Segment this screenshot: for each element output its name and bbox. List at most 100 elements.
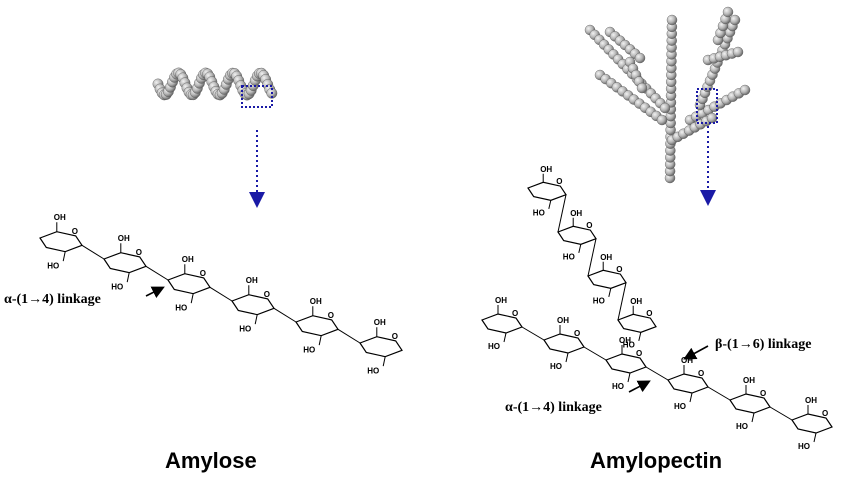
hydroxyl-text: OH: [310, 297, 322, 306]
hydroxyl-text: HO: [674, 402, 686, 411]
glucose-sphere: [666, 14, 678, 26]
hydroxyl-bond: [627, 372, 631, 383]
hydroxyl-text: HO: [563, 253, 575, 262]
hydroxyl-bond: [813, 432, 817, 443]
amylopectin-main-linkage-arrow: [628, 380, 651, 393]
amylopectin-zoom-box: [696, 88, 718, 124]
hydroxyl-bond: [689, 392, 693, 403]
hydroxyl-text: HO: [593, 297, 605, 306]
glycosidic-bond: [707, 386, 731, 401]
glucose-sphere: [659, 102, 671, 114]
ring-oxygen-text: O: [760, 389, 766, 398]
glucose-sphere: [739, 84, 751, 96]
ring-oxygen-text: O: [698, 369, 704, 378]
amylopectin-branch-linkage-arrow: [683, 345, 709, 360]
glycosidic-bond: [521, 326, 545, 341]
glucose-sphere: [656, 114, 668, 126]
hydroxyl-bond: [608, 288, 612, 298]
hydroxyl-text: OH: [246, 276, 258, 285]
hydroxyl-bond: [190, 293, 194, 304]
hydroxyl-text: HO: [798, 442, 810, 451]
glycosidic-bond: [617, 282, 627, 321]
hydroxyl-text: HO: [736, 422, 748, 431]
hydroxyl-text: OH: [805, 396, 817, 405]
hydroxyl-text: OH: [374, 318, 386, 327]
hydroxyl-bond: [578, 244, 582, 254]
ring-oxygen-text: O: [822, 409, 828, 418]
hydroxyl-bond: [565, 352, 569, 363]
glucose-sphere: [722, 6, 734, 18]
hydroxyl-text: OH: [495, 296, 507, 305]
hydroxyl-text: HO: [111, 282, 123, 291]
glycosidic-bond: [645, 366, 669, 381]
amylose-zoom-box: [241, 85, 273, 108]
amylose-glucose-chain: OH HO O OH HO O OH HO O OH HO O OH HO O OH HO O: [39, 213, 403, 375]
glucose-sphere: [634, 52, 646, 64]
hydroxyl-bond: [751, 412, 755, 423]
hydroxyl-text: HO: [175, 303, 187, 312]
hydroxyl-text: HO: [550, 362, 562, 371]
ring-oxygen-text: O: [646, 309, 652, 318]
amylopectin-glucose-chain: OHHOOOHHOOOHHOOOHHOOOHHOOOHHOOOHHOOOHHOO…: [481, 165, 833, 451]
amylopectin-branch-linkage-label: β-(1→6) linkage: [715, 337, 812, 352]
glucose-sphere: [636, 82, 648, 94]
hydroxyl-text: OH: [540, 165, 552, 174]
hydroxyl-bond: [548, 200, 552, 210]
hydroxyl-text: OH: [630, 297, 642, 306]
glycosidic-bond: [145, 265, 169, 281]
amylopectin-branched-model: [584, 6, 751, 184]
hydroxyl-text: HO: [533, 209, 545, 218]
hydroxyl-text: HO: [239, 324, 251, 333]
ring-oxygen-text: O: [328, 311, 334, 320]
hydroxyl-bond: [503, 332, 507, 343]
amylose-linkage-label: α-(1→4) linkage: [4, 292, 101, 307]
ring-oxygen-text: O: [72, 227, 78, 236]
glycosidic-bond: [557, 194, 567, 233]
glycosidic-bond: [337, 328, 361, 344]
glucose-sphere: [732, 46, 744, 58]
amylose-linkage-arrow: [145, 286, 165, 299]
ring-oxygen-text: O: [574, 329, 580, 338]
hydroxyl-text: OH: [182, 255, 194, 264]
ring-oxygen-text: O: [556, 177, 562, 186]
hydroxyl-text: HO: [623, 341, 635, 350]
hydroxyl-bond: [638, 332, 642, 342]
ring-oxygen-text: O: [264, 290, 270, 299]
glycosidic-bond: [209, 286, 233, 302]
hydroxyl-text: HO: [488, 342, 500, 351]
hydroxyl-text: HO: [367, 366, 379, 375]
hydroxyl-text: OH: [681, 356, 693, 365]
hydroxyl-text: HO: [47, 261, 59, 270]
glycosidic-bond: [583, 346, 607, 361]
glucose-sphere: [729, 14, 741, 26]
amylose-helix-model: [152, 67, 278, 101]
ring-oxygen-text: O: [512, 309, 518, 318]
hydroxyl-bond: [62, 251, 66, 262]
hydroxyl-text: OH: [118, 234, 130, 243]
hydroxyl-bond: [318, 335, 322, 346]
hydroxyl-bond: [126, 272, 130, 283]
hydroxyl-bond: [254, 314, 258, 325]
hydroxyl-text: HO: [303, 345, 315, 354]
ring-oxygen-text: O: [392, 332, 398, 341]
glycosidic-bond: [81, 244, 105, 260]
glucose-sphere: [706, 112, 718, 124]
ring-oxygen-text: O: [636, 349, 642, 358]
amylopectin-main-linkage-label: α-(1→4) linkage: [505, 400, 602, 415]
glycosidic-bond: [587, 238, 597, 277]
amylopectin-title: Amylopectin: [590, 448, 723, 473]
glycosidic-bond: [769, 406, 793, 421]
ring-oxygen-text: O: [200, 269, 206, 278]
hydroxyl-bond: [382, 356, 386, 367]
glycosidic-bond: [273, 307, 297, 323]
hydroxyl-text: OH: [570, 209, 582, 218]
hydroxyl-text: OH: [600, 253, 612, 262]
hydroxyl-text: HO: [612, 382, 624, 391]
ring-oxygen-text: O: [136, 248, 142, 257]
hydroxyl-text: OH: [743, 376, 755, 385]
hydroxyl-text: OH: [619, 336, 631, 345]
hydroxyl-text: OH: [54, 213, 66, 222]
ring-oxygen-text: O: [616, 265, 622, 274]
